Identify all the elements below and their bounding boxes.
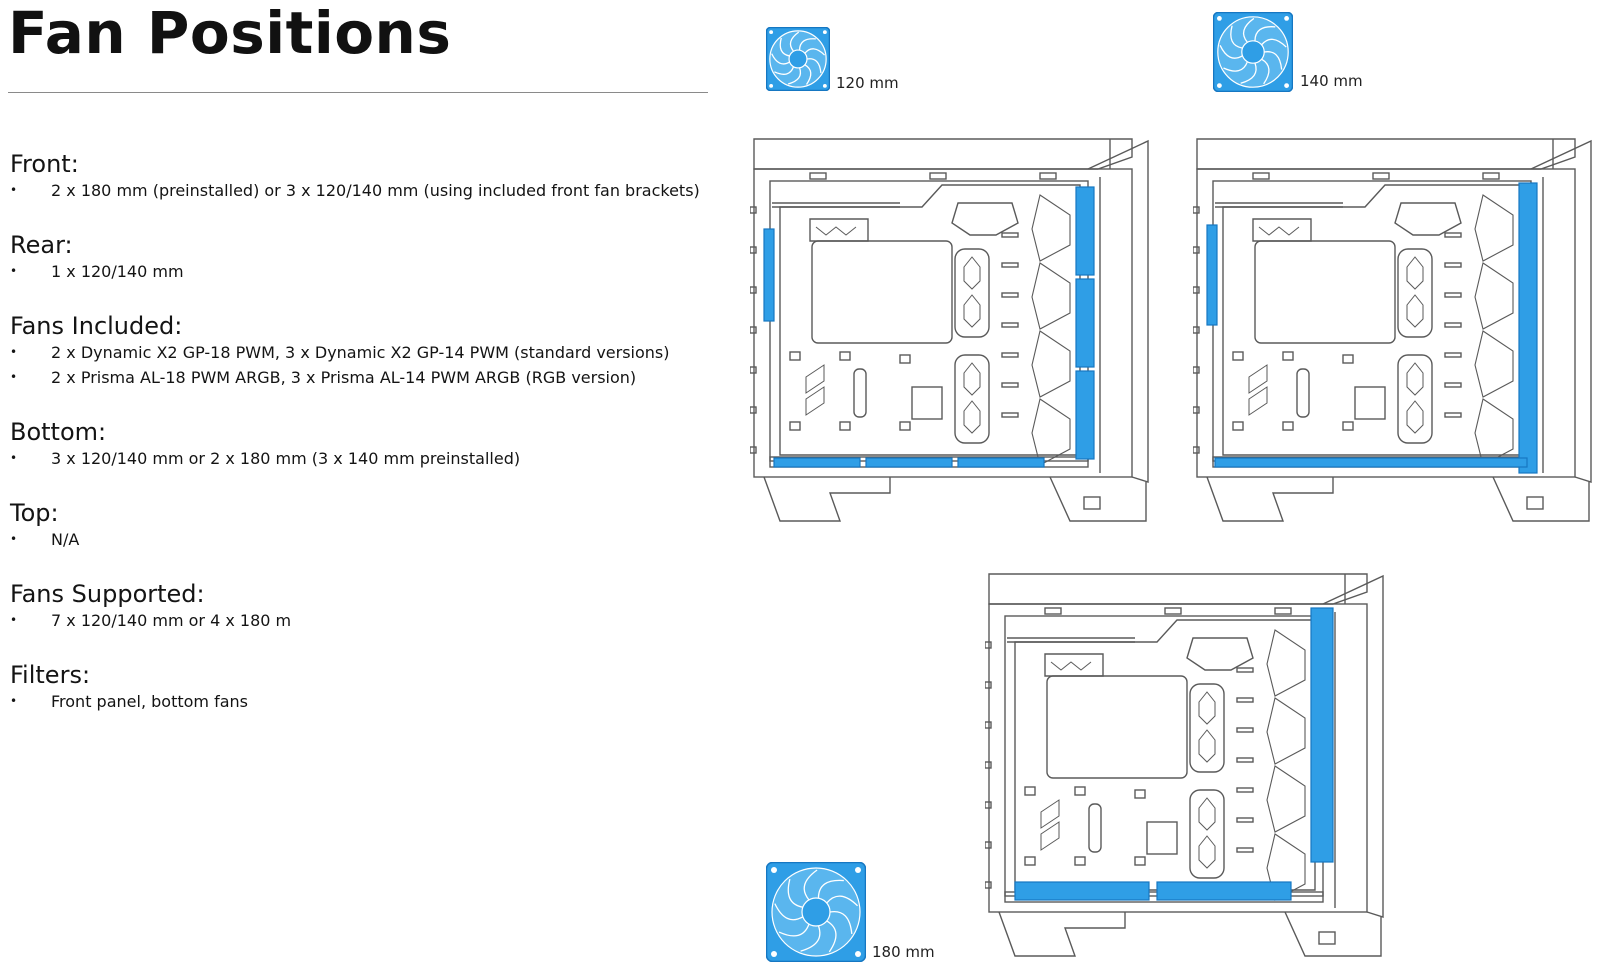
spec-item-text: 2 x 180 mm (preinstalled) or 3 x 120/140… xyxy=(51,181,700,200)
spec-item-text: 2 x Prisma AL-18 PWM ARGB, 3 x Prisma AL… xyxy=(51,368,637,387)
section-fans-included: Fans Included: • 2 x Dynamic X2 GP-18 PWM… xyxy=(10,312,710,418)
section-front: Front: • 2 x 180 mm (preinstalled) or 3 x… xyxy=(10,150,710,231)
bullet-icon: • xyxy=(10,613,18,627)
spec-item: • 2 x Dynamic X2 GP-18 PWM, 3 x Dynamic X… xyxy=(10,340,710,365)
spec-item: • 2 x Prisma AL-18 PWM ARGB, 3 x Prisma A… xyxy=(10,365,710,390)
section-rear: Rear: • 1 x 120/140 mm xyxy=(10,231,710,312)
case-diagram-120 xyxy=(750,138,1149,522)
spec-item-text: N/A xyxy=(51,530,80,549)
bullet-icon: • xyxy=(10,264,18,278)
spec-item-text: 1 x 120/140 mm xyxy=(51,262,184,281)
bullet-icon: • xyxy=(10,345,18,359)
spec-item: • N/A xyxy=(10,527,710,552)
bullet-icon: • xyxy=(10,183,18,197)
spec-item: • 3 x 120/140 mm or 2 x 180 mm (3 x 140 m… xyxy=(10,446,710,471)
fan-180-icon xyxy=(766,862,866,962)
bullet-icon: • xyxy=(10,694,18,708)
case-diagram-180 xyxy=(985,573,1384,957)
section-heading: Fans Included: xyxy=(10,312,183,340)
spec-item: • 1 x 120/140 mm xyxy=(10,259,710,284)
fan-180-label: 180 mm xyxy=(872,943,935,961)
fan-120-icon xyxy=(766,27,830,91)
spec-item-text: 7 x 120/140 mm or 4 x 180 m xyxy=(51,611,292,630)
section-heading: Rear: xyxy=(10,231,73,259)
bullet-icon: • xyxy=(10,370,18,384)
bullet-icon: • xyxy=(10,451,18,465)
section-heading: Front: xyxy=(10,150,79,178)
spec-list: Front: • 2 x 180 mm (preinstalled) or 3 x… xyxy=(10,150,710,742)
fan-140-label: 140 mm xyxy=(1300,72,1363,90)
section-bottom: Bottom: • 3 x 120/140 mm or 2 x 180 mm (3… xyxy=(10,418,710,499)
fan-140-icon xyxy=(1213,12,1293,92)
section-heading: Fans Supported: xyxy=(10,580,205,608)
spec-item: • Front panel, bottom fans xyxy=(10,689,710,714)
spec-item-text: 2 x Dynamic X2 GP-18 PWM, 3 x Dynamic X2… xyxy=(51,343,670,362)
section-filters: Filters: • Front panel, bottom fans xyxy=(10,661,710,742)
spec-item-text: 3 x 120/140 mm or 2 x 180 mm (3 x 140 mm… xyxy=(51,449,521,468)
bullet-icon: • xyxy=(10,532,18,546)
case-diagram-140 xyxy=(1193,138,1592,522)
page-title: Fan Positions xyxy=(8,0,452,67)
spec-item-text: Front panel, bottom fans xyxy=(51,692,248,711)
section-fans-supported: Fans Supported: • 7 x 120/140 mm or 4 x 1… xyxy=(10,580,710,661)
fan-120-label: 120 mm xyxy=(836,74,899,92)
title-divider xyxy=(8,92,708,93)
section-heading: Filters: xyxy=(10,661,91,689)
section-top: Top: • N/A xyxy=(10,499,710,580)
section-heading: Bottom: xyxy=(10,418,107,446)
spec-item: • 7 x 120/140 mm or 4 x 180 m xyxy=(10,608,710,633)
section-heading: Top: xyxy=(10,499,59,527)
spec-item: • 2 x 180 mm (preinstalled) or 3 x 120/14… xyxy=(10,178,710,203)
